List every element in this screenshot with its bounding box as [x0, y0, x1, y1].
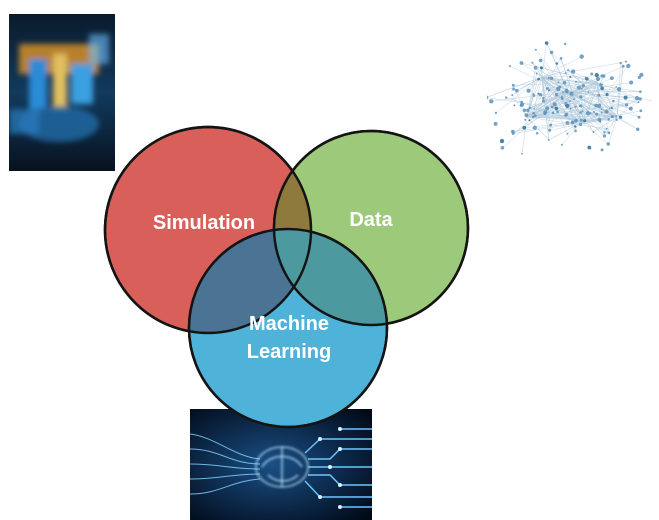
network-graph-image [487, 37, 652, 165]
machine-label: Machine [249, 313, 329, 335]
data-outline [272, 129, 470, 327]
data-ml-overlap [274, 229, 387, 325]
machine-learning-outline [187, 227, 389, 429]
learning-label: Learning [247, 341, 331, 363]
simulation-label: Simulation [153, 212, 255, 234]
simulation-outline [103, 125, 313, 335]
tech-photo-image [9, 14, 115, 171]
data-label: Data [349, 209, 393, 231]
